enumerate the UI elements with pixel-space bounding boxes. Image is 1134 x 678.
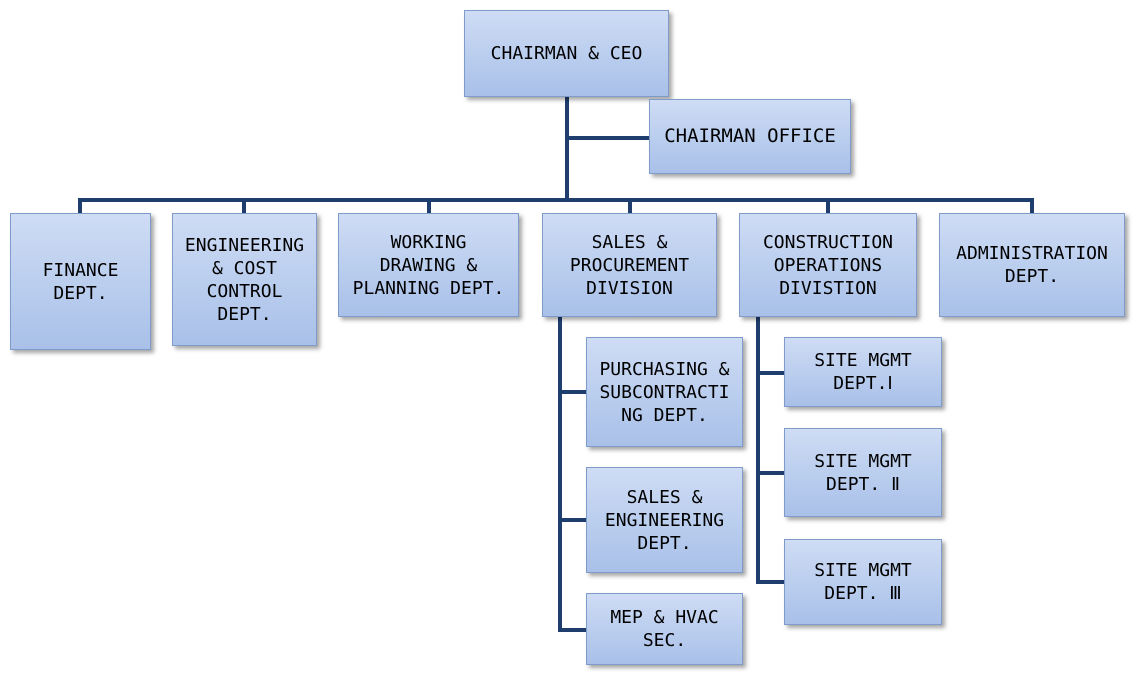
site-mgmt-dept-1-box: SITE MGMT DEPT.Ⅰ	[784, 337, 942, 407]
administration-dept-label: ADMINISTRATION DEPT.	[956, 243, 1108, 287]
site-mgmt-dept-1-label: SITE MGMT DEPT.Ⅰ	[814, 350, 912, 394]
sales-engineering-dept-box: SALES & ENGINEERING DEPT.	[586, 467, 743, 573]
construction-operations-division-box: CONSTRUCTION OPERATIONS DIVISTION	[739, 213, 917, 317]
working-drawing-dept-box: WORKING DRAWING & PLANNING DEPT.	[338, 213, 519, 317]
administration-dept-box: ADMINISTRATION DEPT.	[939, 213, 1125, 317]
purchasing-subcontracting-dept-label: PURCHASING & SUBCONTRACTI NG DEPT.	[599, 358, 730, 426]
finance-dept-label: FINANCE DEPT.	[42, 259, 119, 304]
site-mgmt-dept-3-label: SITE MGMT DEPT. Ⅲ	[814, 560, 912, 604]
construction-operations-division-label: CONSTRUCTION OPERATIONS DIVISTION	[762, 231, 894, 299]
site-mgmt-dept-2-box: SITE MGMT DEPT. Ⅱ	[784, 428, 942, 517]
mep-hvac-sec-label: MEP & HVAC SEC.	[610, 607, 719, 651]
sales-procurement-division-box: SALES & PROCUREMENT DIVISION	[542, 213, 717, 317]
chairman-ceo-box: CHAIRMAN & CEO	[464, 10, 669, 97]
chairman-office-label: CHAIRMAN OFFICE	[664, 125, 836, 147]
sales-engineering-dept-label: SALES & ENGINEERING DEPT.	[604, 486, 725, 554]
site-mgmt-dept-2-label: SITE MGMT DEPT. Ⅱ	[814, 450, 912, 495]
chairman-office-box: CHAIRMAN OFFICE	[649, 99, 851, 174]
working-drawing-dept-label: WORKING DRAWING & PLANNING DEPT.	[352, 231, 505, 299]
sales-procurement-division-label: SALES & PROCUREMENT DIVISION	[569, 231, 690, 299]
finance-dept-box: FINANCE DEPT.	[10, 213, 151, 350]
engineering-cost-dept-label: ENGINEERING & COST CONTROL DEPT.	[184, 234, 305, 325]
engineering-cost-dept-box: ENGINEERING & COST CONTROL DEPT.	[172, 213, 317, 346]
chairman-ceo-label: CHAIRMAN & CEO	[490, 43, 643, 64]
purchasing-subcontracting-dept-box: PURCHASING & SUBCONTRACTI NG DEPT.	[586, 337, 743, 447]
mep-hvac-sec-box: MEP & HVAC SEC.	[586, 593, 743, 665]
site-mgmt-dept-3-box: SITE MGMT DEPT. Ⅲ	[784, 539, 942, 625]
